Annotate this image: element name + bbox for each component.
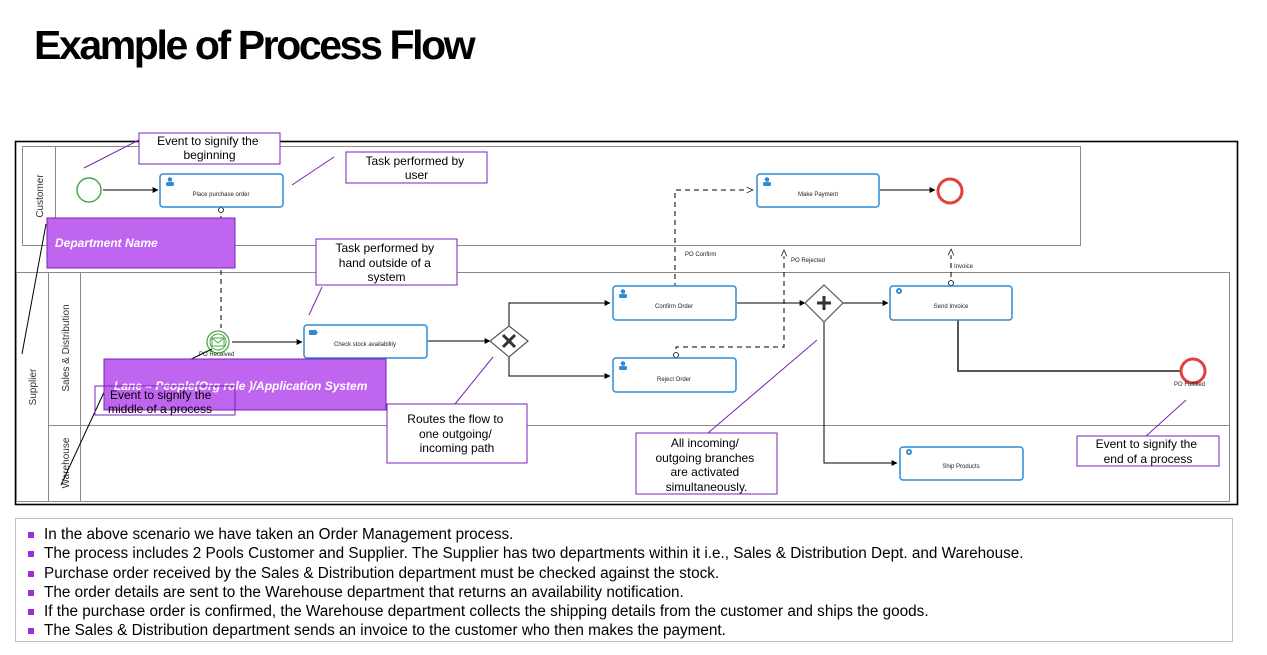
task-place-purchase-order: Place purchase order bbox=[159, 173, 284, 208]
svg-text:Event to signify the end: Event to signify the end of a process bbox=[1096, 437, 1201, 466]
user-icon bbox=[619, 289, 627, 298]
user-icon bbox=[619, 361, 627, 370]
supplier-pool: Supplier Sales & Distribution Warehouse bbox=[16, 272, 1230, 502]
svg-text:Event to signify the mid: Event to signify the middle of a process bbox=[108, 388, 215, 416]
notes-list: In the above scenario we have taken an O… bbox=[26, 525, 1232, 641]
label-invoice: Invoice bbox=[954, 264, 974, 270]
callout-user-task: Task performed by user bbox=[345, 151, 488, 184]
sales-distribution-lane-label: Sales & Distribution bbox=[61, 304, 72, 391]
svg-text:Task performed by user: Task performed by user bbox=[365, 154, 467, 182]
task-reject-order: Reject Order bbox=[612, 357, 737, 393]
notes-panel: In the above scenario we have taken an O… bbox=[15, 518, 1233, 642]
end-event-fulfilled bbox=[1179, 357, 1207, 385]
task-make-payment: Make Payment bbox=[756, 173, 880, 208]
x-icon bbox=[501, 333, 517, 349]
envelope-icon bbox=[211, 337, 225, 347]
supplier-pool-label: Supplier bbox=[28, 368, 39, 405]
label-po-fulfilled: PO Fulfilled bbox=[1174, 382, 1205, 388]
label-po-rejected: PO Rejected bbox=[791, 258, 825, 264]
task-check-stock: Check stock availability bbox=[303, 324, 428, 359]
note-item: The process includes 2 Pools Customer an… bbox=[26, 544, 1232, 563]
note-item: If the purchase order is confirmed, the … bbox=[26, 602, 1232, 621]
end-event-payment bbox=[936, 177, 964, 205]
user-icon bbox=[763, 177, 771, 186]
exclusive-gateway bbox=[489, 325, 529, 358]
svg-text:Task performed by hand o: Task performed by hand outside of a syst… bbox=[335, 241, 437, 284]
customer-pool-label: Customer bbox=[35, 174, 46, 218]
svg-text:Check stock availability: Check stock availability bbox=[334, 342, 396, 348]
callout-intermediate-event: Event to signify the middle of a process bbox=[94, 385, 236, 416]
page-title: Example of Process Flow bbox=[34, 22, 476, 68]
message-intermediate-event bbox=[206, 330, 230, 354]
svg-text:Confirm Order: Confirm Order bbox=[655, 304, 693, 310]
callout-exclusive-gateway: Routes the flow to one outgoing/ incomin… bbox=[386, 403, 528, 464]
label-po-received: PO Received bbox=[199, 352, 234, 358]
label-po-confirm: PO Confirm bbox=[685, 252, 716, 258]
note-item: The order details are sent to the Wareho… bbox=[26, 583, 1232, 602]
svg-text:Send Invoice: Send Invoice bbox=[934, 304, 969, 310]
plus-icon bbox=[817, 296, 831, 310]
start-event bbox=[76, 177, 102, 203]
svg-text:Event to signify the beg: Event to signify the beginning bbox=[157, 134, 262, 162]
svg-text:All incoming/ outgoing b: All incoming/ outgoing branches are acti… bbox=[655, 436, 757, 494]
callout-parallel-gateway: All incoming/ outgoing branches are acti… bbox=[635, 432, 778, 495]
svg-text:Department Name: Department Name bbox=[55, 236, 158, 250]
note-item: The Sales & Distribution department send… bbox=[26, 621, 1232, 640]
gear-icon bbox=[906, 449, 912, 455]
warehouse-lane-label: Warehouse bbox=[61, 437, 72, 488]
svg-text:Place purchase order: Place purchase order bbox=[192, 192, 249, 198]
hand-icon bbox=[309, 330, 318, 335]
task-ship-products: Ship Products bbox=[899, 446, 1024, 481]
callout-manual-task: Task performed by hand outside of a syst… bbox=[315, 238, 458, 286]
callout-end-event: Event to signify the end of a process bbox=[1076, 435, 1220, 467]
diagram-frame bbox=[14, 140, 1239, 506]
sequence-flows bbox=[103, 187, 1180, 466]
svg-text:Reject Order: Reject Order bbox=[657, 377, 691, 383]
svg-text:Make Payment: Make Payment bbox=[798, 192, 838, 198]
callout-start-event: Event to signify the beginning bbox=[138, 132, 281, 165]
task-confirm-order: Confirm Order bbox=[612, 285, 737, 321]
svg-text:Lane – People(Org role )/Appli: Lane – People(Org role )/Application Sys… bbox=[114, 379, 368, 393]
svg-text:Ship Products: Ship Products bbox=[942, 464, 979, 470]
parallel-gateway bbox=[804, 284, 844, 323]
callout-department-name: Department Name bbox=[46, 217, 236, 269]
callout-lane: Lane – People(Org role )/Application Sys… bbox=[103, 358, 387, 411]
user-icon bbox=[166, 177, 174, 186]
note-item: In the above scenario we have taken an O… bbox=[26, 525, 1232, 544]
svg-text:Routes the flow to one o: Routes the flow to one outgoing/ incomin… bbox=[407, 412, 506, 455]
note-item: Purchase order received by the Sales & D… bbox=[26, 564, 1232, 583]
task-send-invoice: Send Invoice bbox=[889, 285, 1013, 321]
gear-icon bbox=[896, 288, 902, 294]
